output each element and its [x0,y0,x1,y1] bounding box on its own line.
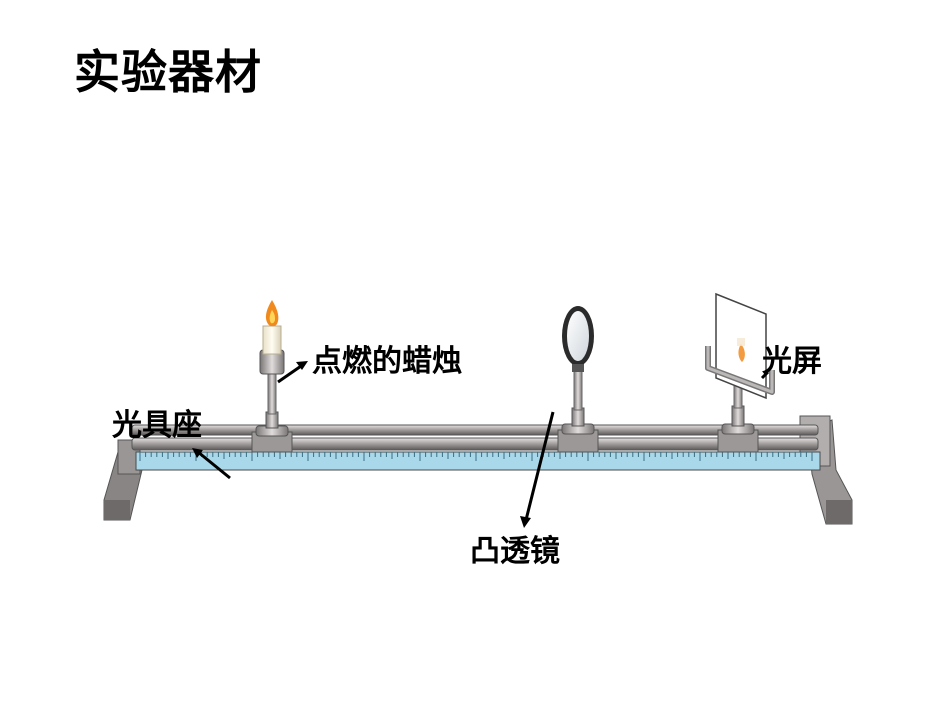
convex-lens [562,306,594,372]
candle-holder [251,349,293,453]
lens-arrowhead [520,516,531,528]
page-title: 实验器材 [74,45,262,99]
bench-arrow [197,450,231,480]
label-lens: 凸透镜 [470,534,560,569]
screen-arrow [760,370,770,380]
label-screen: 光屏 [762,344,822,379]
light-screen [705,292,775,400]
label-bench: 光具座 [112,408,202,443]
candle-arrow [277,362,305,384]
bench-scale [135,451,821,471]
bench-arrowhead [192,448,203,458]
bench-left-foot [103,439,143,521]
bench-rails [131,424,819,451]
annotation-arrows [192,361,770,528]
bench-right-foot [799,415,853,525]
lens-arrow [524,411,555,521]
inverted-image-icon [738,344,745,362]
screen-holder [717,375,759,453]
candle-arrowhead [296,361,308,370]
flame-icon [265,300,279,327]
label-candle: 点燃的蜡烛 [312,344,462,379]
lens-holder [557,365,599,453]
